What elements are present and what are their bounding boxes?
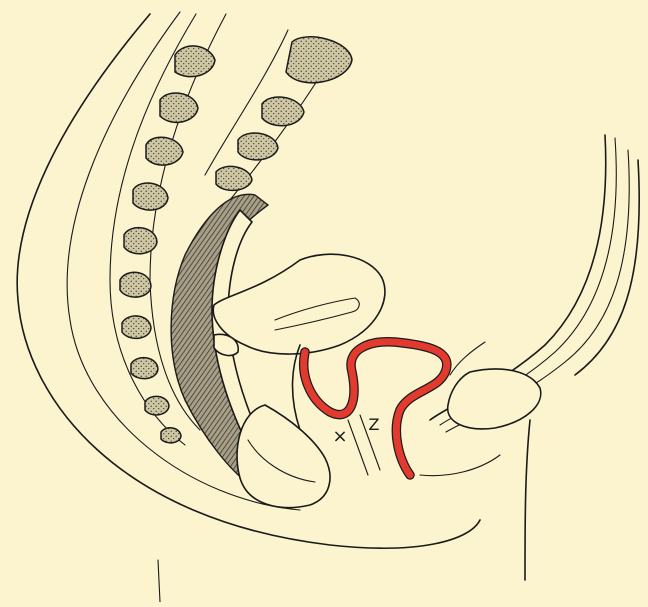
gluteal-line	[158, 560, 160, 602]
peritoneal-fold-highlight	[304, 342, 447, 475]
label-x: ×	[332, 426, 347, 447]
uterus	[213, 254, 385, 355]
label-z: Z	[369, 415, 380, 434]
bladder	[237, 405, 330, 508]
pubic-column	[205, 30, 352, 200]
abdominal-wall	[420, 135, 639, 580]
